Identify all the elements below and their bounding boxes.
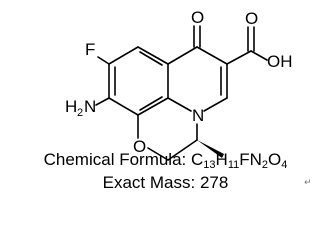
ring-oxygen-label: O <box>133 137 146 156</box>
return-mark: ↵ <box>304 178 312 188</box>
formula-element: F <box>239 150 250 169</box>
acid-oxygen-label: O <box>245 9 258 28</box>
pyridone-ring <box>167 46 228 112</box>
mass-value: 278 <box>199 173 229 192</box>
formula-count: 4 <box>281 159 288 171</box>
ring-nitrogen-label: N <box>192 106 204 125</box>
acid-hydroxyl-label: OH <box>267 52 293 71</box>
structure-drawing: F O O OH N O H 2 N <box>65 8 293 161</box>
benzene-ring <box>108 46 169 116</box>
formula-element: N <box>249 150 262 169</box>
formula-element: O <box>268 150 282 169</box>
carboxyl-group <box>226 26 268 65</box>
amino-h-label: H <box>65 97 77 116</box>
methyl-wedge <box>197 140 224 158</box>
formula-count: 2 <box>261 159 269 171</box>
keto-oxygen-label: O <box>191 8 204 27</box>
amino-h-count: 2 <box>77 107 83 119</box>
amino-label: H 2 N <box>65 97 96 119</box>
formula-element: H <box>215 150 228 169</box>
formula-count: 13 <box>203 159 216 171</box>
amino-bond <box>95 97 110 106</box>
oxazine-ring <box>137 114 198 161</box>
exact-mass: Exact Mass: 278 <box>0 173 331 193</box>
fluorine-label: F <box>85 40 95 59</box>
chemical-formula: Chemical Formula: C13H11FN2O4 <box>0 150 331 171</box>
molecule-figure: F O O OH N O H 2 N Chemical Formula: C13… <box>0 8 331 193</box>
formula-element: C <box>191 150 204 169</box>
formula-value: C13H11FN2O4 <box>191 150 288 171</box>
formula-count: 11 <box>227 159 240 171</box>
keto-group <box>193 25 201 48</box>
fluoro-bond <box>97 56 110 65</box>
amino-n-label: N <box>84 97 96 116</box>
formula-label: Chemical Formula: <box>43 150 187 169</box>
mass-label: Exact Mass: <box>102 173 196 192</box>
